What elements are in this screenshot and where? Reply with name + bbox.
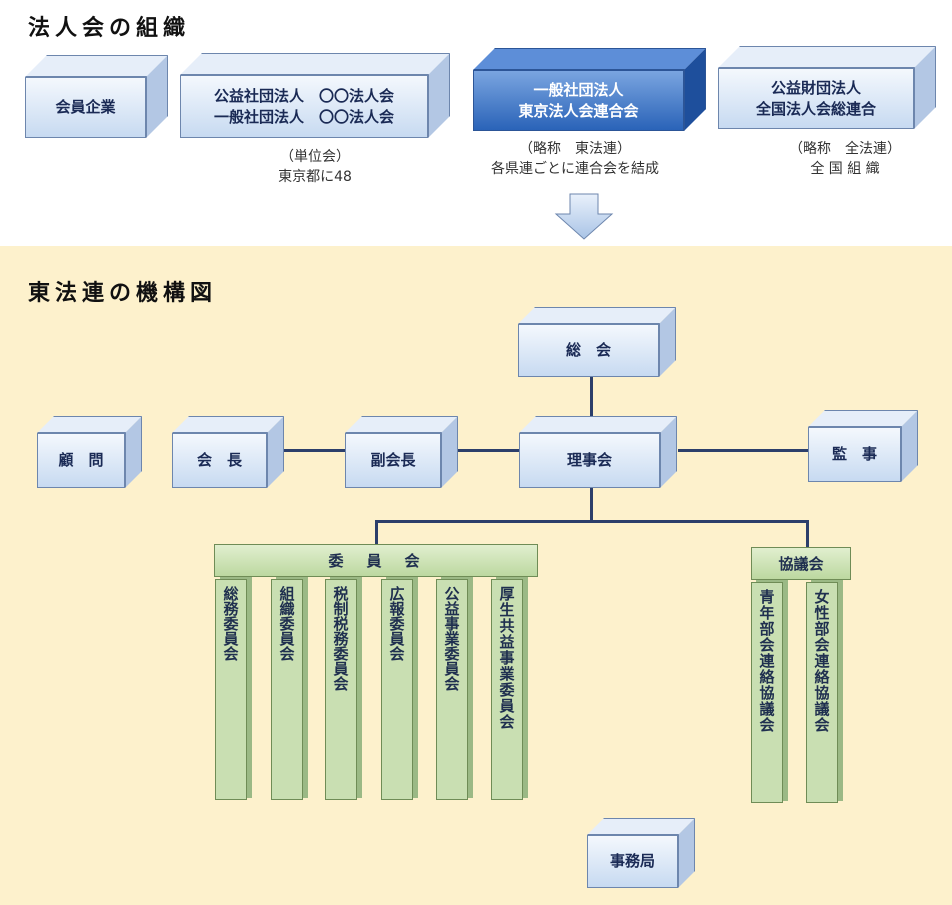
committee-welfare: 厚生共益事業委員会 [491, 579, 523, 800]
national-notes: （略称 全法連） 全 国 組 織 [765, 138, 925, 178]
box-secretariat: 事務局 [587, 818, 695, 888]
councils-header: 協議会 [751, 547, 851, 580]
box-unit: 公益社団法人 〇〇法人会 一般社団法人 〇〇法人会 [180, 53, 450, 138]
down-arrow-icon [554, 193, 614, 240]
box-tokyo-line2: 東京法人会連合会 [518, 101, 639, 120]
committee-general-affairs: 総務委員会 [215, 579, 247, 800]
box-auditor: 監 事 [808, 410, 918, 482]
line-to-councils [806, 520, 809, 548]
box-national-line1: 公益財団法人 [770, 79, 861, 98]
committee-pr: 広報委員会 [381, 579, 413, 800]
board-label: 理事会 [519, 433, 660, 488]
box-unit-line2: 一般社団法人 〇〇法人会 [213, 107, 394, 126]
unit-notes: （単位会） 東京都に48 [240, 146, 390, 186]
bottom-title: 東法連の機構図 [28, 281, 218, 306]
box-tokyo: 一般社団法人 東京法人会連合会 [473, 48, 706, 131]
line-chair-vice [282, 449, 346, 452]
line-horizontal-branch [375, 520, 809, 523]
secretariat-label: 事務局 [587, 835, 678, 888]
top-title: 法人会の組織 [28, 16, 191, 41]
box-member: 会員企業 [25, 55, 168, 138]
tokyo-note-2: 各県連ごとに連合会を結成 [491, 161, 659, 177]
advisor-label: 顧 問 [37, 433, 125, 488]
box-national: 公益財団法人 全国法人会総連合 [718, 46, 936, 129]
box-vice-chairman: 副会長 [345, 416, 458, 488]
tokyo-notes: （略称 東法連） 各県連ごとに連合会を結成 [465, 138, 685, 178]
national-note-1: （略称 全法連） [789, 141, 901, 157]
national-note-2: 全 国 組 織 [810, 161, 880, 177]
box-member-label: 会員企業 [25, 77, 146, 138]
chairman-label: 会 長 [172, 433, 267, 488]
box-tokyo-line1: 一般社団法人 [533, 81, 624, 100]
tokyo-note-1: （略称 東法連） [519, 141, 631, 157]
line-to-committees [375, 520, 378, 546]
unit-note-2: 東京都に48 [278, 169, 352, 185]
box-national-line2: 全国法人会総連合 [755, 99, 876, 118]
unit-note-1: （単位会） [280, 149, 350, 165]
general-meeting-label: 総 会 [518, 324, 659, 377]
box-general-meeting: 総 会 [518, 307, 676, 377]
committees-header: 委 員 会 [214, 544, 538, 577]
committee-public-benefit: 公益事業委員会 [436, 579, 468, 800]
vice-chairman-label: 副会長 [345, 433, 441, 488]
auditor-label: 監 事 [808, 427, 901, 482]
committee-tax: 税制税務委員会 [325, 579, 357, 800]
council-women: 女性部会連絡協議会 [806, 582, 838, 803]
box-unit-line1: 公益社団法人 〇〇法人会 [213, 87, 394, 106]
line-board-down [590, 486, 593, 522]
box-chairman: 会 長 [172, 416, 284, 488]
box-board: 理事会 [519, 416, 677, 488]
line-meeting-board [590, 376, 593, 416]
line-vice-board [443, 449, 521, 452]
committee-organization: 組織委員会 [271, 579, 303, 800]
box-advisor: 顧 問 [37, 416, 142, 488]
line-board-auditor [678, 449, 810, 452]
council-youth: 青年部会連絡協議会 [751, 582, 783, 803]
